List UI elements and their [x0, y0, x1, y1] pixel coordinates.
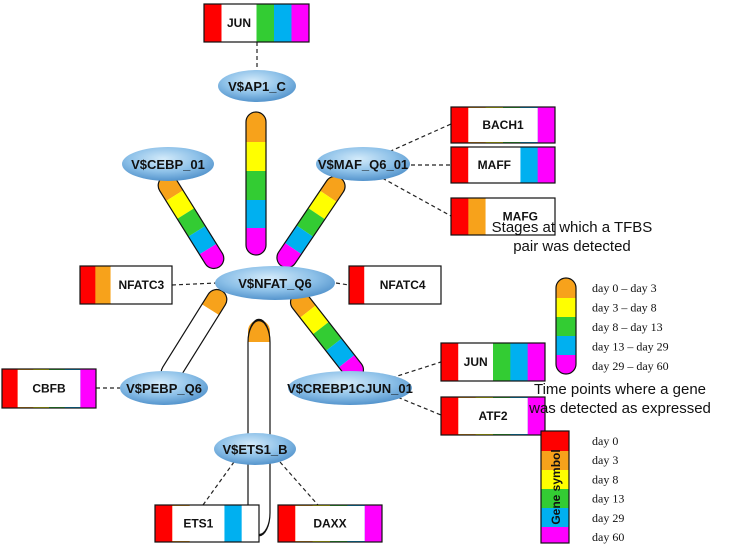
legend-genes: Time points where a gene was detected as…: [528, 381, 711, 544]
legend-stage-row: day 29 – day 60: [592, 359, 669, 373]
stage-bar-nfat-ets1: [247, 318, 271, 537]
gene-box-atf2: ATF2: [440, 396, 546, 436]
node-maf-label: V$MAF_Q6_01: [318, 157, 408, 172]
gene-box-nfatc3: NFATC3: [79, 265, 173, 305]
legend-stage-row: day 0 – day 3: [592, 281, 657, 295]
gene-box-cbfb: CBFB: [1, 368, 97, 409]
legend-gene-row: day 8: [592, 472, 618, 486]
gene-label-jun-right: JUN: [464, 355, 488, 369]
legend-genes-title-2: was detected as expressed: [528, 400, 711, 417]
stage-bar-maf-nfat: [273, 172, 349, 272]
gene-box-daxx: DAXX: [277, 504, 383, 543]
legend-stage-row: day 8 – day 13: [592, 320, 663, 334]
legend-gene-row: day 29: [592, 511, 624, 525]
legend-gene-row: day 3: [592, 453, 618, 467]
legend-genes-title-1: Time points where a gene: [534, 381, 706, 398]
gene-label-mafg: MAFG: [503, 210, 538, 224]
node-ets1b: V$ETS1_B: [214, 433, 296, 465]
gene-label-ets1: ETS1: [183, 517, 213, 531]
legend-stages: Stages at which a TFBS pair was detected…: [492, 219, 669, 375]
gene-label-bach1: BACH1: [482, 118, 524, 132]
legend-stage-row: day 13 – day 29: [592, 340, 669, 354]
legend-gene-bar: Gene symbol: [540, 430, 570, 544]
legend-stage-capsule: [555, 277, 577, 375]
node-ap1-label: V$AP1_C: [228, 79, 286, 94]
stage-bar-cebp-nfat: [154, 171, 228, 273]
node-nfat-label: V$NFAT_Q6: [238, 276, 311, 291]
node-pebp: V$PEBP_Q6: [120, 371, 208, 405]
gene-label-nfatc4: NFATC4: [380, 278, 426, 292]
node-cebp: V$CEBP_01: [122, 147, 214, 181]
gene-box-jun-top: JUN: [203, 3, 310, 43]
node-cebp-label: V$CEBP_01: [131, 157, 205, 172]
gene-box-bach1: BACH1: [450, 106, 556, 144]
gene-label-daxx: DAXX: [313, 517, 346, 531]
node-ets1b-label: V$ETS1_B: [222, 442, 287, 457]
gene-box-ets1: ETS1: [154, 504, 260, 543]
gene-label-cbfb: CBFB: [32, 382, 66, 396]
gene-label-atf2: ATF2: [478, 409, 507, 423]
gene-box-jun-right: JUN: [440, 342, 546, 382]
gene-box-mafg: MAFG: [450, 197, 556, 236]
legend-stages-title-1: Stages at which a TFBS: [492, 219, 653, 236]
stage-bar-ap1-nfat: [245, 111, 267, 256]
legend-stage-row: day 3 – day 8: [592, 301, 657, 315]
gene-box-maff: MAFF: [450, 146, 556, 184]
node-crebp: V$CREBP1CJUN_01: [287, 371, 413, 405]
node-ap1: V$AP1_C: [218, 70, 296, 102]
node-crebp-label: V$CREBP1CJUN_01: [287, 381, 413, 396]
gene-label-jun-top: JUN: [227, 16, 251, 30]
stage-bar-nfat-pebp: [157, 285, 231, 387]
node-maf: V$MAF_Q6_01: [316, 147, 410, 181]
legend-gene-row: day 0: [592, 434, 618, 448]
node-nfat: V$NFAT_Q6: [215, 266, 335, 300]
node-pebp-label: V$PEBP_Q6: [126, 381, 202, 396]
gene-label-maff: MAFF: [478, 158, 511, 172]
legend-stages-title-2: pair was detected: [513, 238, 631, 255]
legend-gene-box-label: Gene symbol: [549, 449, 563, 524]
legend-gene-row: day 60: [592, 530, 624, 544]
gene-box-nfatc4: NFATC4: [348, 265, 442, 305]
gene-label-nfatc3: NFATC3: [118, 278, 164, 292]
legend-gene-row: day 13: [592, 492, 624, 506]
